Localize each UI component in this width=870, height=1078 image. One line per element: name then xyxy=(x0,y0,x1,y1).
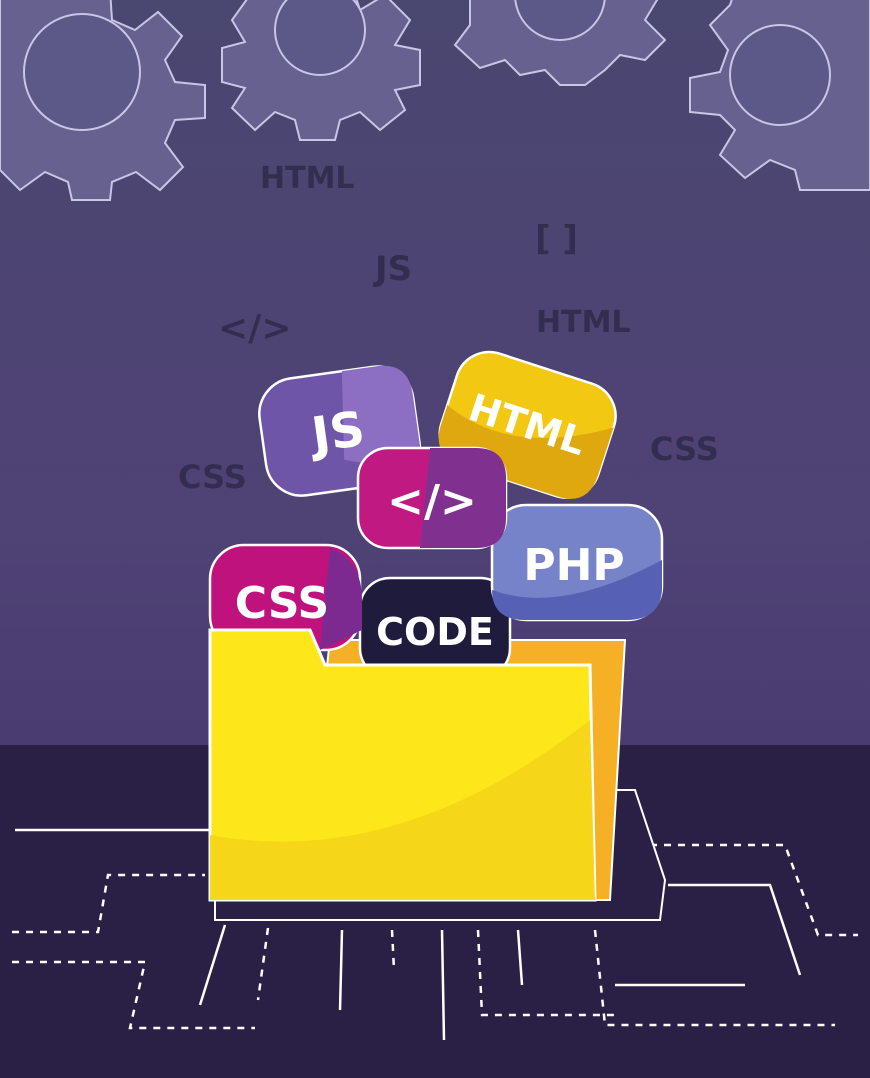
bg-label-css: CSS xyxy=(650,430,719,468)
code-badge: CODE xyxy=(358,576,512,680)
bg-label-html-2: HTML xyxy=(536,305,631,340)
js-badge-label: JS xyxy=(305,401,368,464)
bg-label-brackets: [ ] xyxy=(535,219,578,259)
code-badge-label: CODE xyxy=(376,610,494,654)
gear-icon xyxy=(453,0,667,86)
php-badge: PHP xyxy=(490,503,664,622)
bg-label-css-2: CSS xyxy=(178,458,247,496)
folder-front-shade xyxy=(210,720,595,900)
gear-icon xyxy=(0,0,206,201)
circuit-lines xyxy=(12,828,858,1041)
tag-badge: </> xyxy=(356,446,508,550)
bg-label-tag: </> xyxy=(218,308,291,349)
tag-badge-label: </> xyxy=(387,476,477,527)
css-badge-label: CSS xyxy=(235,578,330,629)
gear-icon xyxy=(221,0,421,141)
css-badge: CSS xyxy=(208,543,362,652)
gear-icon xyxy=(689,0,870,191)
bg-label-js: JS xyxy=(373,249,412,289)
php-badge-label: PHP xyxy=(523,540,624,591)
bg-label-html: HTML xyxy=(260,161,355,196)
